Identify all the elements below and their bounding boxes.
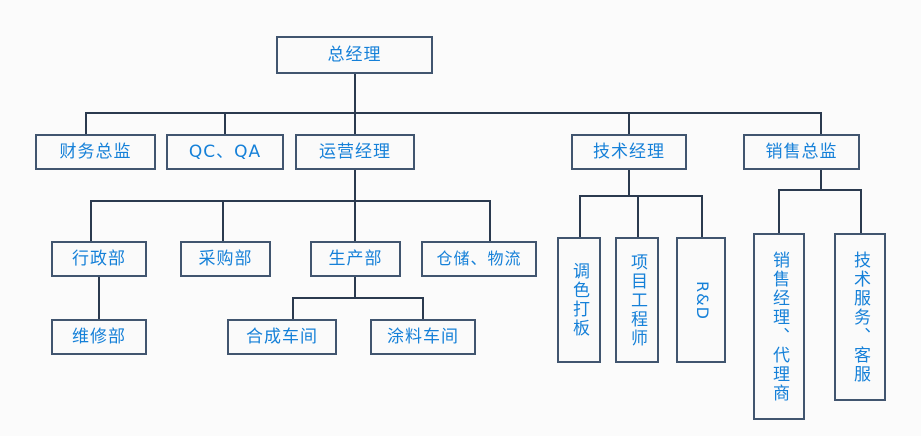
node-label: 销售经理、代理商 [769,250,790,403]
node-label: 财务总监 [59,141,132,162]
connector-operations-bus [90,200,490,202]
connector-technical-down [628,169,630,196]
node-color-matching[interactable]: 调色打板 [557,237,601,363]
node-synthesis-workshop[interactable]: 合成车间 [227,319,337,355]
connector-drop-sales-manager [778,189,780,234]
node-purchasing-dept[interactable]: 采购部 [180,241,271,277]
node-label: 销售总监 [765,141,838,162]
connector-drop-project-engineer [637,195,639,238]
node-label: 采购部 [198,248,253,269]
connector-production-bus [292,297,424,299]
connector-drop-tech-service [860,189,862,234]
node-label: 涂料车间 [387,326,459,347]
connector-drop-warehouse [489,200,491,242]
connector-drop-admin [90,200,92,242]
node-sales-manager-agent[interactable]: 销售经理、代理商 [753,233,805,420]
connector-drop-color-matching [579,195,581,238]
node-admin-dept[interactable]: 行政部 [51,241,147,277]
node-label: 合成车间 [246,326,318,347]
connector-drop-rnd [701,195,703,238]
node-rnd[interactable]: R&D [676,237,726,363]
connector-admin-to-maintenance [98,276,100,320]
connector-drop-synthesis [292,297,294,320]
node-label: 调色打板 [569,262,590,338]
node-label: 技术服务、客服 [850,250,871,384]
connector-drop-production [354,200,356,242]
connector-sales-bus [778,189,862,191]
node-label: 技术经理 [593,141,665,162]
connector-drop-qcqa [224,112,226,135]
node-tech-service-support[interactable]: 技术服务、客服 [834,233,886,401]
node-general-manager[interactable]: 总经理 [276,36,433,74]
connector-drop-sales [820,112,822,135]
node-warehouse-logistics[interactable]: 仓储、物流 [421,241,537,277]
node-label: 运营经理 [319,141,391,162]
connector-gm-down [354,73,356,113]
node-label: QC、QA [188,141,262,162]
node-label: 维修部 [72,326,126,347]
node-label: 总经理 [327,44,382,65]
node-maintenance-dept[interactable]: 维修部 [51,319,147,355]
connector-drop-operations [354,112,356,135]
connector-production-down [354,276,356,298]
node-production-dept[interactable]: 生产部 [310,241,401,277]
node-sales-director[interactable]: 销售总监 [743,134,860,170]
connector-level1-bus [85,112,822,114]
node-finance-director[interactable]: 财务总监 [35,134,156,170]
connector-drop-coating [422,297,424,320]
node-technical-manager[interactable]: 技术经理 [571,134,687,170]
node-label: 仓储、物流 [436,248,522,268]
connector-sales-down [820,169,822,190]
node-label: R&D [692,280,712,320]
connector-drop-technical [628,112,630,135]
node-label: 生产部 [328,248,383,269]
node-coating-workshop[interactable]: 涂料车间 [370,319,476,355]
node-label: 项目工程师 [627,252,648,348]
node-label: 行政部 [72,248,126,269]
connector-technical-bus [579,195,703,197]
connector-operations-down [354,169,356,201]
node-project-engineer[interactable]: 项目工程师 [615,237,659,363]
node-operations-manager[interactable]: 运营经理 [295,134,415,170]
node-qc-qa[interactable]: QC、QA [166,134,284,170]
connector-drop-purchasing [222,200,224,242]
connector-drop-finance [85,112,87,135]
